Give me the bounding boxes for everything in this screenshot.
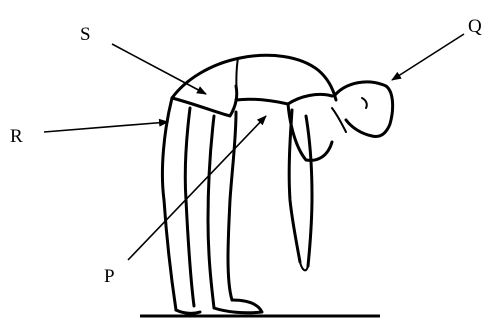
label-s: S — [80, 24, 91, 45]
hip-outline — [172, 55, 336, 100]
head-outline — [334, 82, 393, 137]
pointer-q-arrow — [392, 34, 464, 80]
pointer-r-arrow — [44, 122, 168, 132]
bending-figure — [162, 55, 392, 313]
leg-back-inner — [185, 108, 194, 306]
label-r: R — [10, 126, 23, 147]
torso-back — [288, 94, 332, 104]
label-q: Q — [468, 16, 482, 37]
leg-front-inner — [228, 112, 236, 300]
waistband — [172, 86, 237, 116]
leg-front-outer — [208, 116, 214, 308]
ear — [362, 98, 367, 108]
shorts-bottom — [236, 99, 288, 104]
pointer-p-arrow — [128, 116, 266, 260]
leg-back-outer — [162, 98, 176, 310]
arm-outer — [289, 110, 300, 262]
label-p: P — [104, 266, 115, 287]
pointer-s-arrow — [112, 44, 206, 94]
foot-back — [176, 310, 200, 313]
neck — [332, 108, 346, 132]
foot-front — [214, 300, 262, 313]
arm-inner — [306, 116, 312, 266]
